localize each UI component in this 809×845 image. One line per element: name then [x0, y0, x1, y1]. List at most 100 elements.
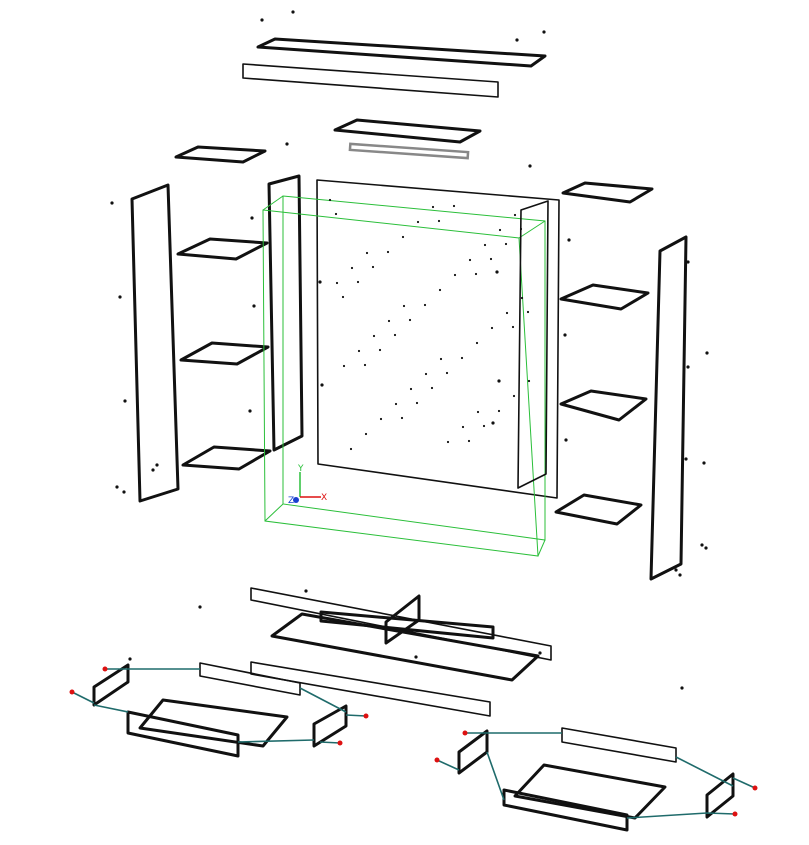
right-shelf-upper[interactable] [559, 283, 650, 311]
connector-end [752, 785, 758, 791]
hole-marker [483, 243, 487, 247]
hole-marker [702, 461, 706, 465]
hole-marker [285, 142, 289, 146]
right-shelf-middle[interactable] [559, 389, 648, 422]
x-axis-label: X [321, 493, 327, 503]
hole-marker [350, 266, 354, 270]
hole-marker [538, 651, 542, 655]
right-shelf-top[interactable] [561, 181, 654, 204]
hole-marker [122, 490, 126, 494]
hole-marker [437, 219, 441, 223]
hole-marker [401, 235, 405, 239]
hole-marker [515, 38, 519, 42]
hole-marker [386, 250, 390, 254]
right-drawer-bottom[interactable] [513, 763, 667, 820]
left-shelf-lower[interactable] [181, 445, 272, 471]
left-inner-side-panel[interactable] [267, 174, 304, 452]
hole-marker [460, 356, 464, 360]
back-panel[interactable] [316, 179, 560, 499]
bounding-box-front [262, 209, 539, 557]
hole-marker [461, 425, 465, 429]
base-bottom-panel[interactable] [270, 612, 540, 682]
right-drawer-front[interactable] [561, 727, 677, 763]
hole-marker [349, 447, 353, 451]
hole-marker [342, 364, 346, 368]
left-drawer-back[interactable] [126, 710, 240, 758]
hole-marker [371, 265, 375, 269]
hole-marker [363, 363, 367, 367]
hole-marker [378, 348, 382, 352]
base-rear-rail[interactable] [250, 661, 491, 717]
left-drawer-side-left[interactable] [92, 663, 130, 707]
left-shelf-middle[interactable] [179, 341, 270, 366]
right-drawer-side-right[interactable] [705, 772, 735, 819]
top-panel[interactable] [256, 37, 547, 68]
hole-marker [414, 655, 418, 659]
hole-marker [567, 238, 571, 242]
connector-end [363, 713, 369, 719]
hole-marker [408, 318, 412, 322]
hole-marker [334, 212, 338, 216]
hole-marker [400, 416, 404, 420]
hole-marker [155, 463, 159, 467]
bounding-box-edge [537, 539, 546, 557]
right-drawer-side-left[interactable] [457, 729, 489, 775]
hole-marker [445, 371, 449, 375]
left-drawer-front[interactable] [199, 662, 301, 696]
hole-marker [372, 334, 376, 338]
bounding-box-back [282, 195, 546, 541]
hole-marker [505, 311, 509, 315]
hole-marker [409, 387, 413, 391]
hole-marker [686, 365, 690, 369]
hole-marker [453, 273, 457, 277]
right-shelf-lower[interactable] [554, 493, 643, 526]
top-inner-shelf[interactable] [333, 118, 482, 144]
hole-marker [475, 341, 479, 345]
hole-marker [356, 280, 360, 284]
hole-marker [542, 30, 546, 34]
left-drawer-connector [71, 668, 367, 744]
connector-end [434, 757, 440, 763]
connector-end [732, 811, 738, 817]
hole-marker [424, 372, 428, 376]
hole-marker [110, 201, 114, 205]
right-drawer-connector [436, 732, 756, 819]
hole-marker [504, 242, 508, 246]
hole-marker [252, 304, 256, 308]
z-axis-label: Z [288, 496, 294, 506]
selected-rail[interactable] [348, 142, 470, 160]
hole-marker [357, 349, 361, 353]
hole-marker [512, 394, 516, 398]
hole-marker [490, 326, 494, 330]
hole-marker [364, 432, 368, 436]
connector-end [102, 666, 108, 672]
hole-marker [304, 589, 308, 593]
connector-end [337, 740, 343, 746]
base-front-rail[interactable] [250, 587, 552, 661]
right-inner-side-panel[interactable] [517, 200, 549, 489]
hole-marker [250, 216, 254, 220]
hole-marker [674, 568, 678, 572]
bounding-box-edge [518, 220, 546, 239]
hole-marker [495, 270, 499, 274]
top-rail[interactable] [242, 63, 499, 98]
hole-marker [489, 257, 493, 261]
hole-marker [474, 272, 478, 276]
hole-marker [491, 421, 495, 425]
hole-marker [686, 260, 690, 264]
left-shelf-top[interactable] [174, 145, 267, 164]
left-outer-side-panel[interactable] [130, 183, 180, 503]
hole-marker [260, 18, 264, 22]
hole-marker [511, 325, 515, 329]
y-axis-label: Y [297, 464, 304, 474]
left-drawer-bottom[interactable] [138, 698, 289, 748]
left-drawer-side-right[interactable] [312, 704, 348, 748]
bounding-box-edge [262, 195, 284, 211]
left-shelf-upper[interactable] [176, 237, 269, 261]
hole-marker [387, 319, 391, 323]
hole-marker [430, 386, 434, 390]
right-outer-side-panel[interactable] [649, 235, 688, 581]
hole-marker [513, 213, 517, 217]
hole-marker [128, 657, 132, 661]
